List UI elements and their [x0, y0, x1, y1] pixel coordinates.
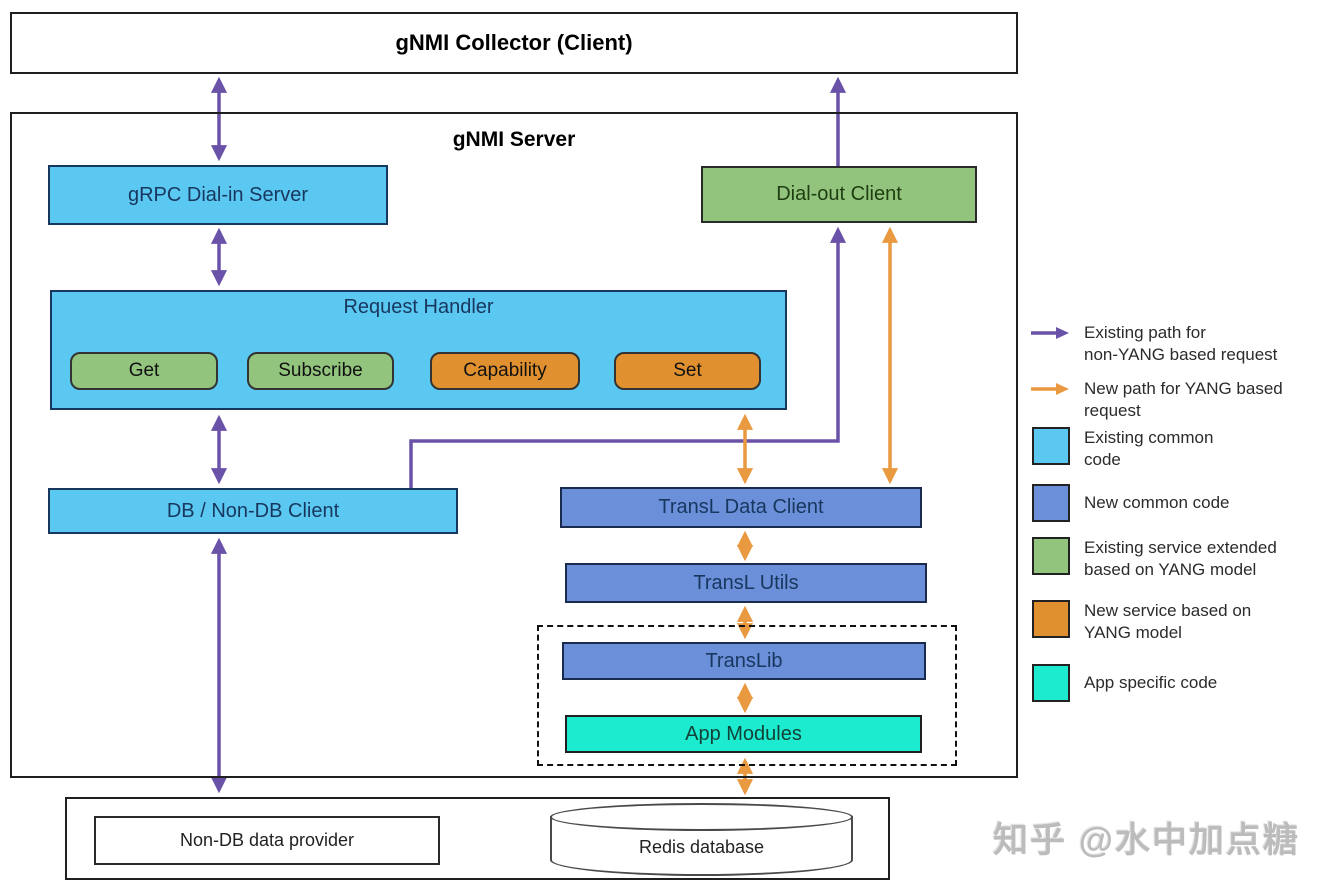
orange-arrow-icon — [1031, 383, 1069, 395]
legend-item-new-common-code: New common code — [1032, 484, 1230, 522]
legend-item-existing-common-code: Existing common code — [1032, 427, 1213, 471]
request-handler-node — [50, 290, 787, 410]
light-blue-swatch — [1032, 427, 1070, 465]
orange-swatch — [1032, 600, 1070, 638]
blue-swatch — [1032, 484, 1070, 522]
transl-utils-node: TransL Utils — [565, 563, 927, 603]
db-non-db-client-node: DB / Non-DB Client — [48, 488, 458, 534]
translib-app-group-box — [537, 625, 957, 766]
legend-label: Existing path for non-YANG based request — [1084, 323, 1278, 364]
legend-item-existing-path: Existing path for non-YANG based request — [1030, 322, 1277, 366]
legend-label: New service based on YANG model — [1084, 601, 1252, 642]
redis-cylinder-top — [550, 803, 853, 831]
legend-label: New common code — [1084, 493, 1230, 512]
legend-label: App specific code — [1084, 673, 1218, 692]
db-non-db-client-label: DB / Non-DB Client — [166, 499, 340, 522]
grpc-dial-in-server-label: gRPC Dial-in Server — [127, 183, 309, 206]
request-handler-label: Request Handler — [343, 296, 494, 318]
subscribe-rpc-label: Subscribe — [278, 360, 363, 381]
capability-rpc-label: Capability — [463, 360, 547, 381]
app-modules-node: App Modules — [565, 715, 922, 753]
zhihu-watermark: 知乎 @水中加点糖 — [993, 821, 1300, 860]
gnmi-server-box — [10, 112, 1018, 778]
translib-node: TransLib — [562, 642, 926, 680]
grpc-dial-in-server-node: gRPC Dial-in Server — [48, 165, 388, 225]
translib-label: TransLib — [705, 649, 783, 672]
subscribe-rpc-node: Subscribe — [247, 352, 394, 390]
transl-data-client-label: TransL Data Client — [658, 496, 824, 518]
legend-item-existing-service-extended: Existing service extended based on YANG … — [1032, 537, 1277, 581]
green-swatch — [1032, 537, 1070, 575]
gnmi-server-title: gNMI Server — [452, 128, 576, 151]
capability-rpc-node: Capability — [430, 352, 580, 390]
set-rpc-node: Set — [614, 352, 761, 390]
get-rpc-label: Get — [128, 360, 160, 381]
cyan-swatch — [1032, 664, 1070, 702]
legend-item-new-service: New service based on YANG model — [1032, 600, 1251, 644]
legend-label: Existing common code — [1084, 428, 1214, 469]
app-modules-label: App Modules — [685, 722, 802, 745]
redis-database-cylinder: Redis database — [550, 803, 853, 876]
set-rpc-label: Set — [673, 360, 702, 381]
legend-item-app-specific-code: App specific code — [1032, 664, 1217, 702]
legend-label: New path for YANG based request — [1084, 379, 1283, 420]
non-db-data-provider-node: Non-DB data provider — [94, 816, 440, 865]
legend-item-new-path: New path for YANG based request — [1030, 378, 1283, 422]
dial-out-client-label: Dial-out Client — [776, 183, 902, 205]
legend-label: Existing service extended based on YANG … — [1084, 538, 1277, 579]
non-db-data-provider-label: Non-DB data provider — [179, 830, 355, 850]
transl-utils-label: TransL Utils — [693, 571, 799, 594]
dial-out-client-node: Dial-out Client — [701, 166, 977, 223]
gnmi-collector-title: gNMI Collector (Client) — [395, 30, 633, 55]
get-rpc-node: Get — [70, 352, 218, 390]
purple-arrow-icon — [1031, 327, 1069, 339]
redis-database-label: Redis database — [638, 837, 765, 857]
transl-data-client-node: TransL Data Client — [560, 487, 922, 528]
gnmi-collector-box: gNMI Collector (Client) — [10, 12, 1018, 74]
